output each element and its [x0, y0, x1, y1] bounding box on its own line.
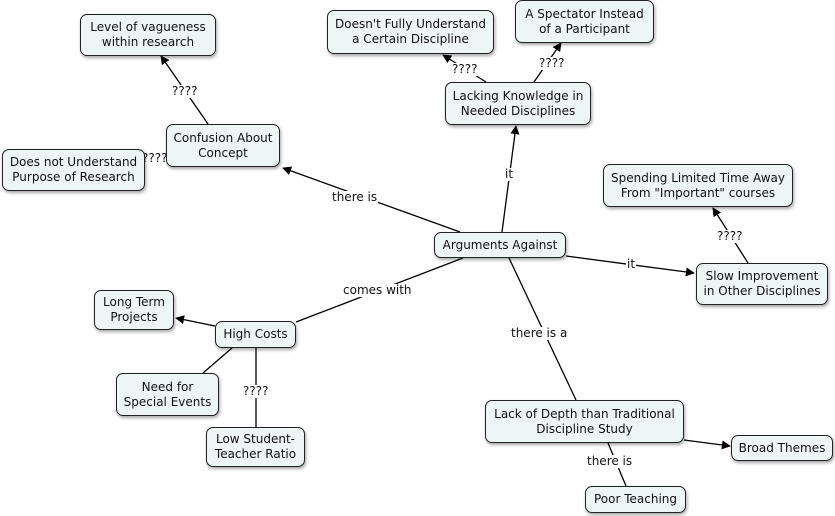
- edge-label-there-is-poor: there is: [586, 454, 634, 468]
- edge-lackdepth-to-broad: [683, 439, 731, 450]
- node-purpose[interactable]: Does not Understand Purpose of Research: [2, 149, 145, 191]
- node-vagueness[interactable]: Level of vagueness within research: [80, 14, 216, 56]
- edge-label-it-up: it: [504, 167, 515, 181]
- edge-label-comes-with: comes with: [342, 283, 413, 297]
- edge-label-there-is-a: there is a: [510, 326, 569, 340]
- edge-label-spectator: ????: [538, 56, 566, 70]
- edge-label-spending: ????: [716, 229, 744, 243]
- node-broad-themes[interactable]: Broad Themes: [731, 435, 833, 461]
- node-low-ratio[interactable]: Low Student- Teacher Ratio: [206, 427, 305, 467]
- node-confusion[interactable]: Confusion About Concept: [166, 124, 280, 167]
- node-arguments-against[interactable]: Arguments Against: [434, 232, 566, 258]
- node-poor-teaching[interactable]: Poor Teaching: [585, 486, 686, 513]
- node-spending[interactable]: Spending Limited Time Away From "Importa…: [603, 164, 793, 207]
- edge-highcosts-to-longterm: [175, 315, 216, 327]
- edge-label-purpose: ????: [141, 151, 169, 165]
- edge-label-low-ratio: ????: [242, 384, 270, 398]
- edge-label-it-right: it: [626, 257, 637, 271]
- node-high-costs[interactable]: High Costs: [215, 321, 296, 348]
- edge-label-there-is: there is: [331, 190, 379, 204]
- node-lack-of-depth[interactable]: Lack of Depth than Traditional Disciplin…: [485, 400, 684, 443]
- node-lacking-knowledge[interactable]: Lacking Knowledge in Needed Disciplines: [445, 82, 591, 125]
- node-spectator[interactable]: A Spectator Instead of a Participant: [515, 0, 654, 43]
- edge-highcosts-to-special: [202, 347, 233, 374]
- edge-label-vagueness: ????: [171, 84, 199, 98]
- node-doesnt-understand[interactable]: Doesn't Fully Understand a Certain Disci…: [327, 10, 494, 54]
- node-long-term[interactable]: Long Term Projects: [94, 290, 174, 330]
- edge-label-doesnt: ????: [451, 62, 479, 76]
- node-special-events[interactable]: Need for Special Events: [116, 373, 219, 416]
- node-slow-improvement[interactable]: Slow Improvement in Other Disciplines: [696, 263, 828, 305]
